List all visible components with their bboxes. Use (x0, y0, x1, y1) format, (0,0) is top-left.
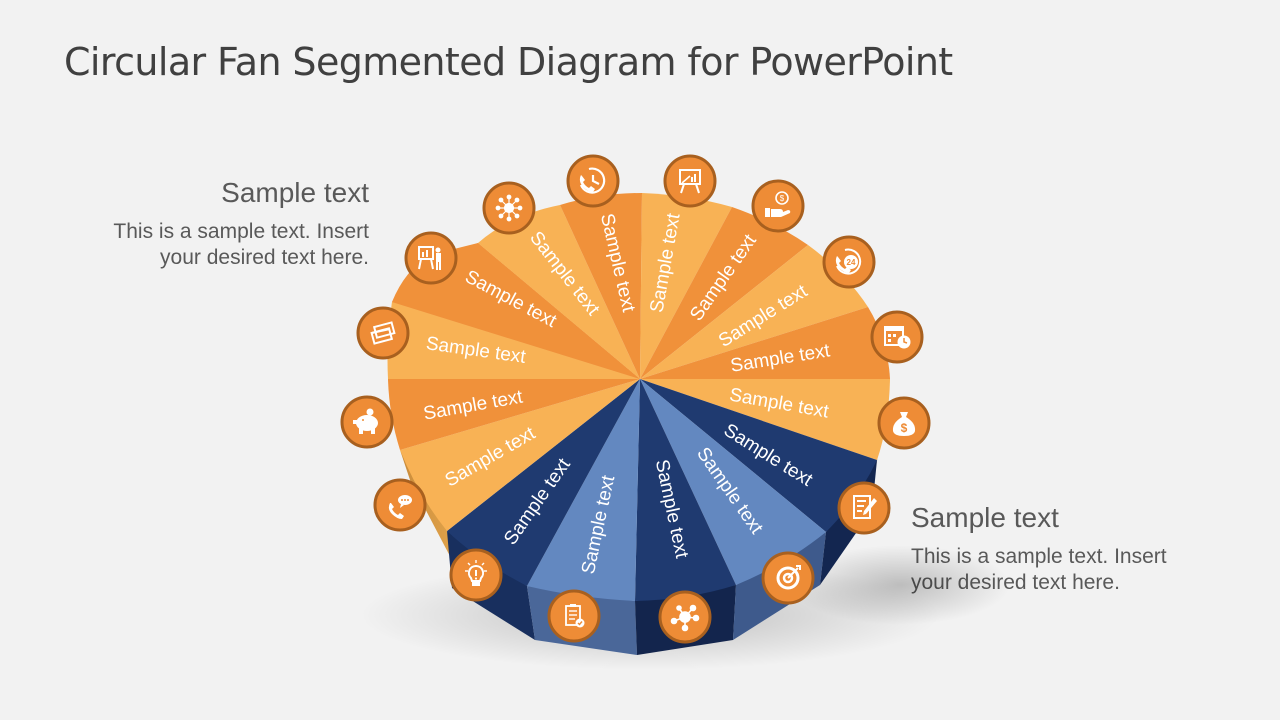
lightbulb-icon (465, 560, 487, 586)
segment-13[interactable] (527, 379, 640, 601)
chart-easel-icon (679, 169, 701, 194)
icon-badge-14[interactable] (449, 548, 503, 602)
document-sign-icon (853, 495, 877, 519)
icon-badges: $ 24 (340, 154, 931, 644)
icon-badge-8[interactable] (870, 310, 924, 364)
segment-10[interactable] (640, 379, 877, 532)
left-text-block: Sample text This is a sample text. Inser… (100, 177, 369, 271)
segment-5[interactable] (640, 193, 732, 379)
drop-shadow-right (790, 545, 1010, 625)
segment-7[interactable] (640, 245, 868, 379)
icon-badge-2[interactable] (404, 231, 458, 285)
phone-chat-icon (388, 495, 412, 519)
icon-badge-4[interactable] (566, 154, 620, 208)
target-icon (776, 565, 801, 590)
page-title: Circular Fan Segmented Diagram for Power… (64, 40, 953, 84)
left-body: This is a sample text. Insert your desir… (113, 220, 369, 269)
icon-badge-11[interactable] (761, 551, 815, 605)
segment-8[interactable] (640, 307, 890, 379)
segment-11[interactable] (640, 379, 826, 585)
icon-badge-3[interactable] (482, 181, 536, 235)
icon-badge-5[interactable] (663, 154, 717, 208)
icon-badge-16[interactable] (340, 395, 394, 449)
hand-dollar-icon: $ (765, 191, 791, 217)
icon-badge-15[interactable] (373, 478, 427, 532)
right-heading: Sample text (911, 502, 1059, 533)
phone-24h-icon: 24 (835, 248, 862, 275)
segment-14[interactable] (447, 379, 640, 586)
icon-badge-7[interactable]: 24 (822, 235, 876, 289)
svg-text:$: $ (780, 194, 785, 203)
segment-3[interactable] (478, 205, 640, 379)
segment-4[interactable] (560, 193, 642, 379)
icon-badge-9[interactable]: $ (877, 396, 931, 450)
svg-text:24: 24 (847, 258, 856, 267)
icon-badge-6[interactable]: $ (751, 179, 805, 233)
svg-text:$: $ (901, 421, 908, 435)
icon-badge-1[interactable] (356, 306, 410, 360)
icon-badge-13[interactable] (547, 589, 601, 643)
segment-12[interactable] (635, 379, 736, 601)
segment-16[interactable] (388, 379, 640, 450)
fan-segments (387, 193, 890, 601)
icon-badge-10[interactable] (837, 481, 891, 535)
piggy-bank-icon (353, 408, 378, 434)
segment-2-fill (392, 243, 640, 379)
segment-6[interactable] (640, 207, 808, 379)
phone-clock-icon (579, 167, 606, 194)
calendar-clock-icon (884, 326, 911, 349)
share-network-icon (670, 604, 700, 632)
presentation-board-icon (418, 246, 441, 270)
segment-9[interactable] (640, 379, 890, 460)
segment-1-arc (387, 302, 640, 379)
network-hub-icon (495, 194, 523, 222)
left-heading: Sample text (221, 177, 369, 208)
clipboard-check-icon (565, 604, 585, 628)
icon-badge-12[interactable] (658, 590, 712, 644)
credit-cards-icon (370, 321, 396, 345)
segment-15[interactable] (400, 379, 640, 531)
money-bag-icon: $ (892, 412, 916, 436)
